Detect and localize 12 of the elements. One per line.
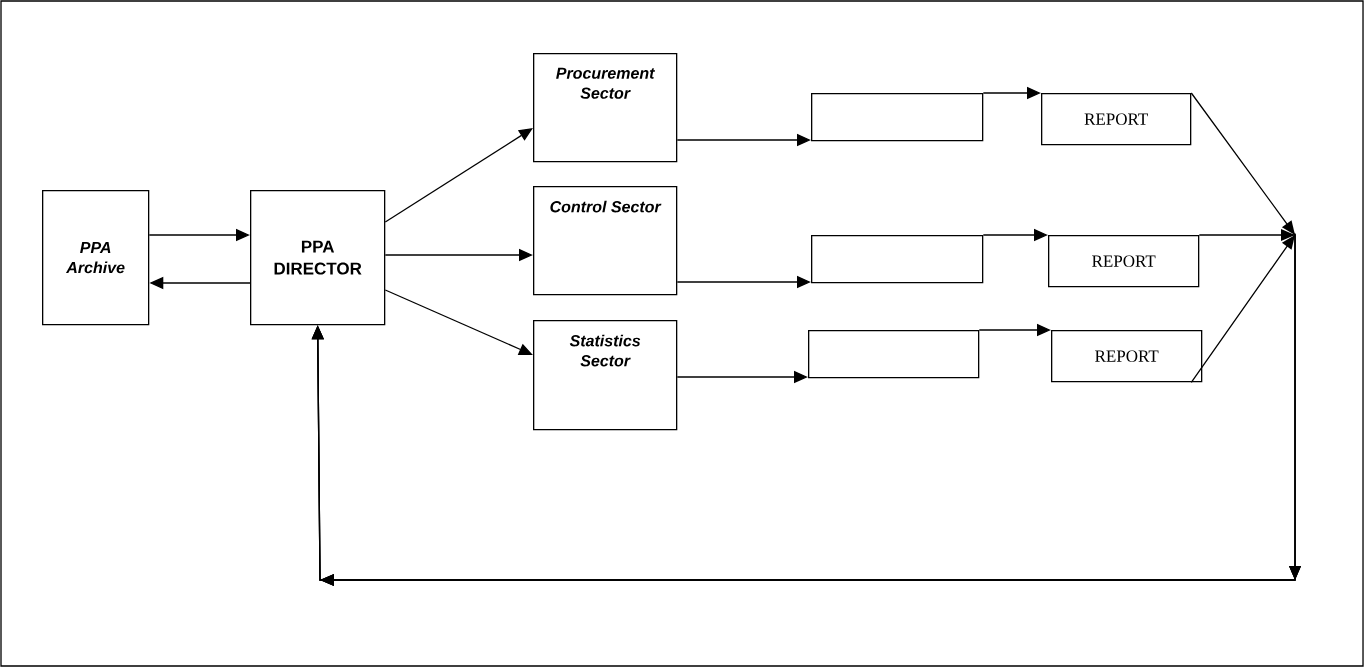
- process-box: PPA DIRECTOR: [250, 190, 386, 326]
- process-box: PPA Archive: [42, 190, 150, 326]
- sector-box: Statistics Sector: [533, 320, 678, 431]
- arrow: [384, 128, 533, 223]
- empty-box: [811, 93, 984, 142]
- sector-box: Procurement Sector: [533, 53, 678, 163]
- sector-box: Control Sector: [533, 186, 678, 296]
- empty-box: [811, 235, 984, 284]
- report-box: REPORT: [1051, 330, 1203, 383]
- report-box: REPORT: [1048, 235, 1200, 288]
- report-box: REPORT: [1041, 93, 1192, 146]
- empty-box: [808, 330, 980, 379]
